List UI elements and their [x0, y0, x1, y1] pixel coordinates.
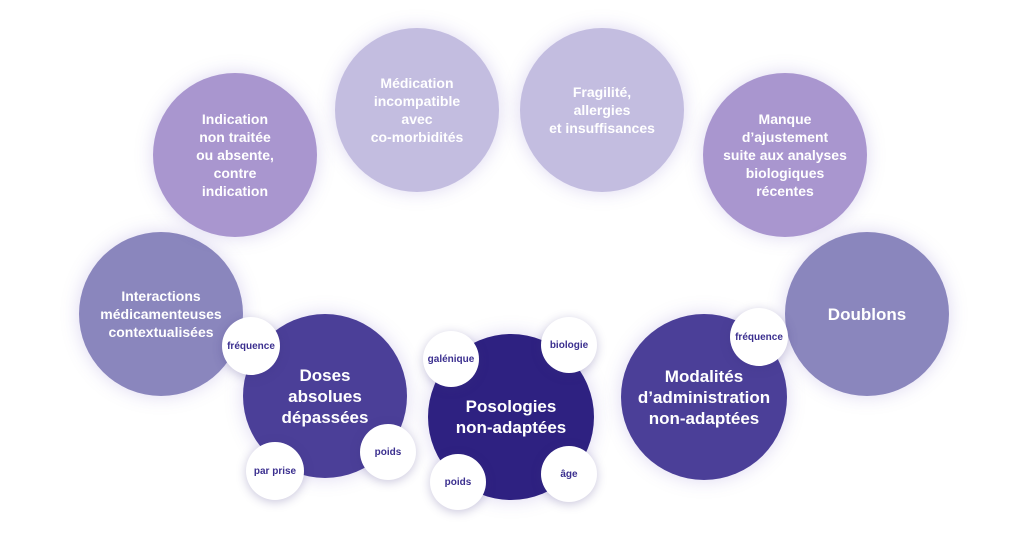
bubble-indication: Indication non traitée ou absente, contr…: [153, 73, 317, 237]
posologies-label: Posologies non-adaptées: [455, 397, 567, 437]
tag-doses-frequence-label: fréquence: [227, 340, 275, 352]
bubble-doublons: Doublons: [785, 232, 949, 396]
tag-posologies-age-label: âge: [560, 468, 578, 480]
tag-doses-frequence: fréquence: [222, 317, 280, 375]
fragilite-label: Fragilité, allergies et insuffisances: [549, 84, 655, 136]
bubble-interactions: Interactions médicamenteuses contextuali…: [79, 232, 243, 396]
tag-posologies-age: âge: [541, 446, 597, 502]
doses-label: Doses absolues dépassées: [281, 365, 369, 427]
tag-posologies-biologie-label: biologie: [549, 339, 589, 351]
indication-label: Indication non traitée ou absente, contr…: [196, 111, 274, 199]
medication-label: Médication incompatible avec co-morbidit…: [370, 75, 464, 145]
tag-modalites-frequence: fréquence: [730, 308, 788, 366]
bubble-manque: Manque d’ajustement suite aux analyses b…: [703, 73, 867, 237]
tag-posologies-poids: poids: [430, 454, 486, 510]
interactions-label: Interactions médicamenteuses contextuali…: [100, 288, 222, 340]
doublons-label: Doublons: [827, 304, 907, 324]
tag-posologies-galenique-label: galénique: [427, 353, 475, 365]
bubble-fragilite: Fragilité, allergies et insuffisances: [520, 28, 684, 192]
modalites-label: Modalités d’administration non-adaptées: [637, 366, 771, 428]
tag-doses-par-prise: par prise: [246, 442, 304, 500]
tag-posologies-galenique: galénique: [423, 331, 479, 387]
tag-doses-poids-label: poids: [374, 446, 402, 458]
tag-posologies-poids-label: poids: [444, 476, 472, 488]
tag-modalites-frequence-label: fréquence: [735, 331, 783, 343]
tag-posologies-biologie: biologie: [541, 317, 597, 373]
tag-doses-par-prise-label: par prise: [253, 465, 297, 477]
tag-doses-poids: poids: [360, 424, 416, 480]
manque-label: Manque d’ajustement suite aux analyses b…: [723, 111, 847, 199]
bubble-medication: Médication incompatible avec co-morbidit…: [335, 28, 499, 192]
